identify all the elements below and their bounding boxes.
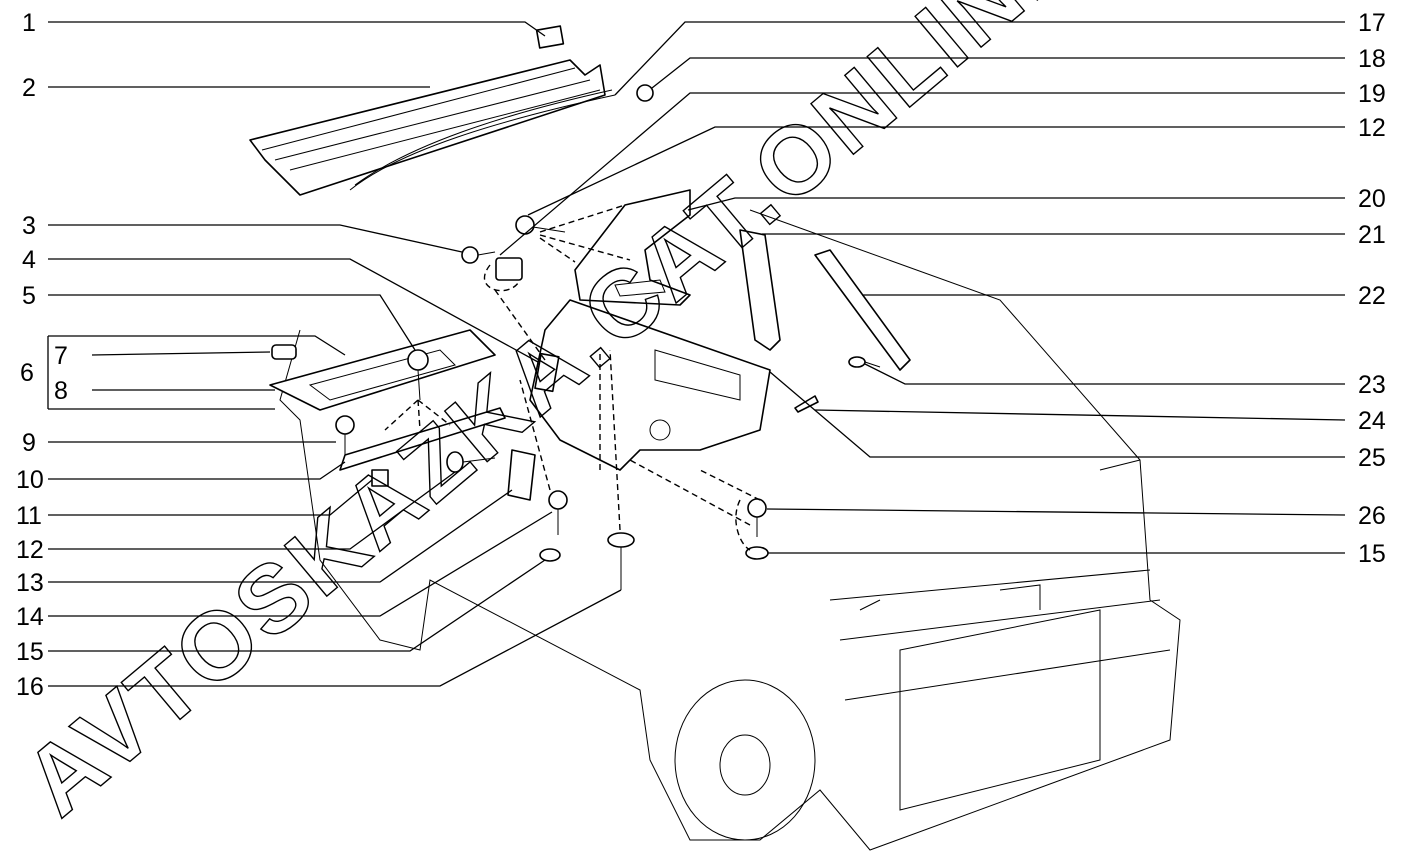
part-14-screw: [548, 490, 568, 535]
callout-26: 26: [1358, 502, 1386, 530]
leader-line-4: [48, 258, 539, 363]
leader-lines: [47, 21, 1346, 687]
callout-1: 1: [22, 9, 36, 37]
part-25-side-panel: [529, 299, 771, 471]
part-13-trim: [507, 449, 536, 501]
callout-23: 23: [1358, 371, 1386, 399]
leader-line-26: [766, 508, 1346, 516]
leader-line-16: [48, 589, 622, 687]
part-18-plug: [636, 84, 654, 102]
part-16-screw: [607, 532, 635, 590]
callout-2: 2: [22, 74, 36, 102]
callout-7: 7: [54, 342, 68, 370]
leader-line-17: [614, 21, 1345, 96]
leader-line-25: [769, 371, 1345, 458]
watermark-text: AVTOSKAZKA.CAT.ONLINE: [5, 0, 1098, 836]
leader-line-19: [499, 92, 1345, 256]
leader-line-5: [48, 294, 416, 351]
callout-19: 19: [1358, 80, 1386, 108]
part-26-bolt: [747, 498, 767, 537]
part-17-wire: [349, 89, 616, 191]
callout-labels: 1234567891011121314151617181912202122232…: [16, 9, 1386, 701]
callout-12: 12: [16, 536, 44, 564]
callout-16: 16: [16, 673, 44, 701]
car-body-outline: [279, 209, 1181, 851]
part-24-rivet: [794, 395, 819, 413]
callout-18: 18: [1358, 45, 1386, 73]
callout-3: 3: [22, 212, 36, 240]
leader-line-1: [48, 21, 546, 37]
part-7-cap: [271, 344, 297, 360]
callout-15: 15: [16, 638, 44, 666]
leader-line-23: [864, 363, 1345, 385]
callout-11: 11: [16, 502, 42, 530]
part-9-screw: [335, 415, 355, 455]
callout-12: 12: [1358, 114, 1386, 142]
leader-line-3: [48, 224, 463, 253]
callout-5: 5: [22, 282, 36, 310]
part-22-trim: [814, 249, 911, 371]
part-11-nut: [371, 469, 389, 487]
callout-17: 17: [1358, 9, 1386, 37]
part-3-bracket: [461, 246, 523, 281]
part-4-bracket: [534, 352, 560, 393]
leader-line-15: [48, 559, 546, 652]
callout-20: 20: [1358, 185, 1386, 213]
part-20-pillar-trim: [515, 189, 691, 306]
leader-line-14: [48, 511, 553, 617]
leader-line-18: [651, 57, 1345, 89]
leader-line-7: [91, 351, 271, 356]
part-21-trim: [739, 229, 781, 351]
callout-21: 21: [1358, 221, 1386, 249]
part-6-shelf: [269, 329, 496, 411]
callout-6: 6: [20, 359, 34, 387]
leader-line-10: [48, 461, 346, 480]
part-2-seal-strip: [249, 59, 606, 196]
callout-8: 8: [54, 377, 68, 405]
leader-line-6: [47, 335, 346, 410]
leader-line-24: [814, 409, 1346, 421]
leader-line-11: [48, 479, 373, 516]
callout-15: 15: [1358, 540, 1386, 568]
part-15-washer: [539, 546, 769, 562]
part-1-clip: [535, 25, 565, 49]
callout-13: 13: [16, 569, 44, 597]
part-23-screw: [848, 356, 881, 368]
assembly-arrows: [384, 204, 761, 551]
leader-line-13: [48, 489, 513, 583]
callout-14: 14: [16, 603, 44, 631]
callout-22: 22: [1358, 282, 1386, 310]
leader-line-12: [48, 471, 456, 550]
callout-25: 25: [1358, 444, 1386, 472]
part-5-screw: [407, 349, 429, 401]
leader-line-20: [687, 197, 1345, 211]
callout-10: 10: [16, 466, 44, 494]
callout-24: 24: [1358, 407, 1386, 435]
leader-line-12: [527, 126, 1345, 216]
callout-9: 9: [22, 429, 36, 457]
callout-4: 4: [22, 246, 36, 274]
